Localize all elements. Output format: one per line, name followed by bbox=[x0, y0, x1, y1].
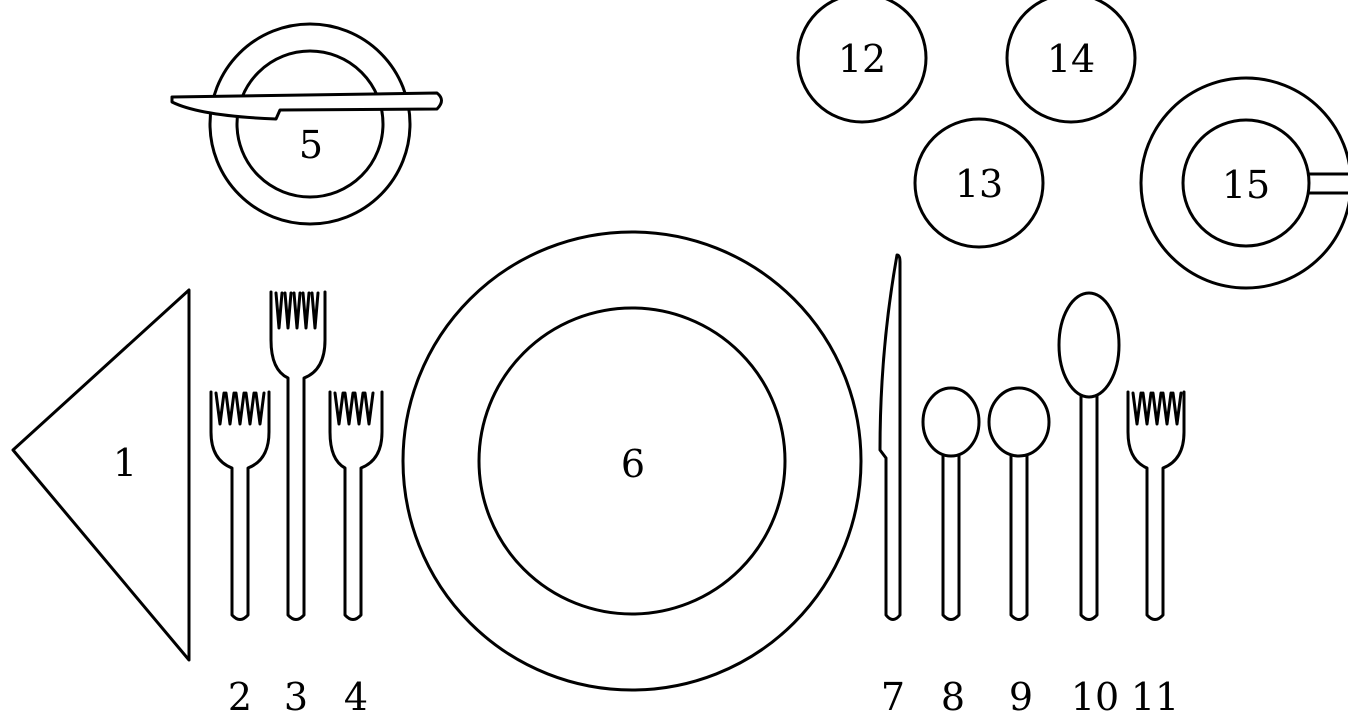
label-dinner-fork: 3 bbox=[284, 675, 308, 717]
label-bread-plate: 5 bbox=[299, 123, 323, 167]
label-dessert-spoon: 9 bbox=[1009, 675, 1033, 717]
dinner-plate: 6 bbox=[403, 232, 861, 690]
soup-spoon: 10 bbox=[1059, 293, 1119, 717]
fish-fork: 4 bbox=[330, 392, 382, 717]
label-glass-14: 14 bbox=[1047, 37, 1095, 81]
dessert-spoon: 9 bbox=[989, 388, 1049, 717]
label-teaspoon: 8 bbox=[941, 675, 965, 717]
glass-12: 12 bbox=[798, 0, 926, 122]
dinner-knife: 7 bbox=[880, 255, 905, 717]
label-glass-12: 12 bbox=[838, 37, 886, 81]
label-salad-fork: 2 bbox=[228, 675, 252, 717]
label-dinner-knife: 7 bbox=[881, 675, 905, 717]
napkin: 1 bbox=[13, 290, 189, 660]
cup-and-saucer: 15 bbox=[1141, 78, 1348, 288]
bread-plate: 5 bbox=[172, 24, 442, 224]
label-napkin: 1 bbox=[113, 441, 137, 485]
label-fish-fork: 4 bbox=[344, 675, 368, 717]
dinner-fork: 3 bbox=[271, 292, 325, 717]
oyster-fork: 11 bbox=[1128, 392, 1184, 717]
glass-13: 13 bbox=[915, 119, 1043, 247]
label-soup-spoon: 10 bbox=[1071, 675, 1119, 717]
label-glass-13: 13 bbox=[955, 162, 1003, 206]
salad-fork: 2 bbox=[211, 392, 269, 717]
glass-14: 14 bbox=[1007, 0, 1135, 122]
teaspoon: 8 bbox=[923, 388, 979, 717]
label-dinner-plate: 6 bbox=[621, 442, 645, 486]
label-oyster-fork: 11 bbox=[1131, 675, 1179, 717]
label-cup-and-saucer: 15 bbox=[1222, 163, 1270, 207]
